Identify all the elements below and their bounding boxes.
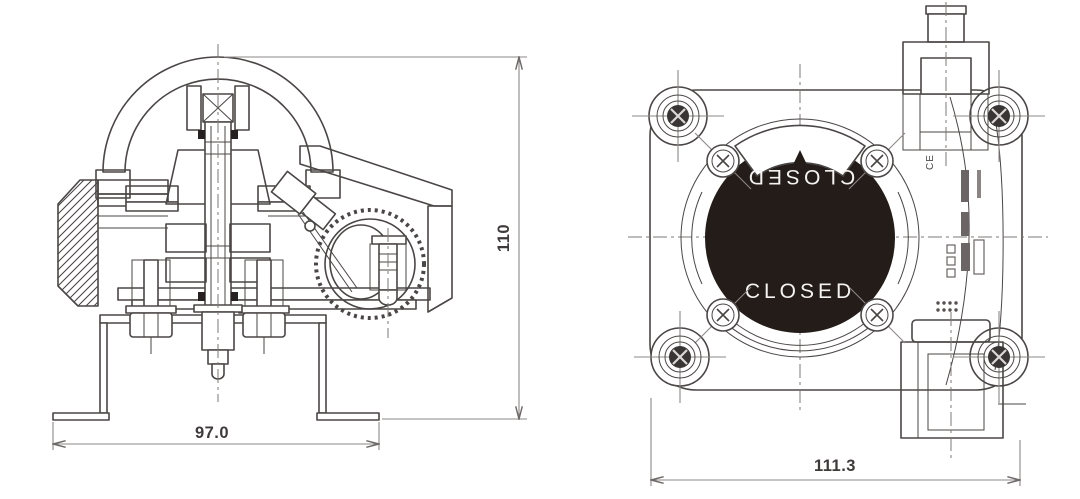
cover-screw-top-left xyxy=(694,132,752,190)
cover-screws xyxy=(694,132,906,344)
mounting-bolt-left xyxy=(125,259,177,354)
closed-label-top: CLOSED xyxy=(745,165,855,188)
cover-screw-bottom-left xyxy=(694,286,752,344)
closed-label-bottom: CLOSED xyxy=(745,280,855,303)
nameplate: CE xyxy=(925,154,985,312)
corner-screws xyxy=(632,70,1045,403)
corner-screw-bottom-right xyxy=(953,311,1045,403)
dimension-width-97: 97.0 xyxy=(53,422,379,450)
right-width-dim-label: 111.3 xyxy=(814,457,856,475)
switch-body-section xyxy=(57,145,453,313)
dimension-height-110: 110 xyxy=(224,57,527,419)
indicator-pointer xyxy=(791,150,809,169)
cable-gland-top xyxy=(902,2,990,166)
left-view-section: 110 97.0 xyxy=(53,44,527,450)
dimension-width-111: 111.3 xyxy=(651,398,1020,486)
right-view-top: CE CLOSED xyxy=(628,2,1048,486)
mounting-bolt-right xyxy=(238,259,290,354)
corner-screw-top-left xyxy=(632,70,724,162)
width-dim-label: 97.0 xyxy=(195,424,229,442)
corner-screw-bottom-left xyxy=(634,311,726,403)
conduit-housing-section xyxy=(314,208,426,338)
cover-screw-top-right xyxy=(848,132,906,190)
indicator-window xyxy=(705,143,895,333)
corner-screw-top-right xyxy=(953,70,1045,162)
height-dim-label: 110 xyxy=(495,224,513,252)
ce-mark: CE xyxy=(925,154,936,170)
output-shaft-tip xyxy=(193,304,243,380)
cable-gland-bottom xyxy=(900,312,1026,458)
nameplate-dot-grid xyxy=(936,301,958,312)
cam-lever xyxy=(270,170,358,293)
cover-screw-bottom-right xyxy=(848,286,906,344)
